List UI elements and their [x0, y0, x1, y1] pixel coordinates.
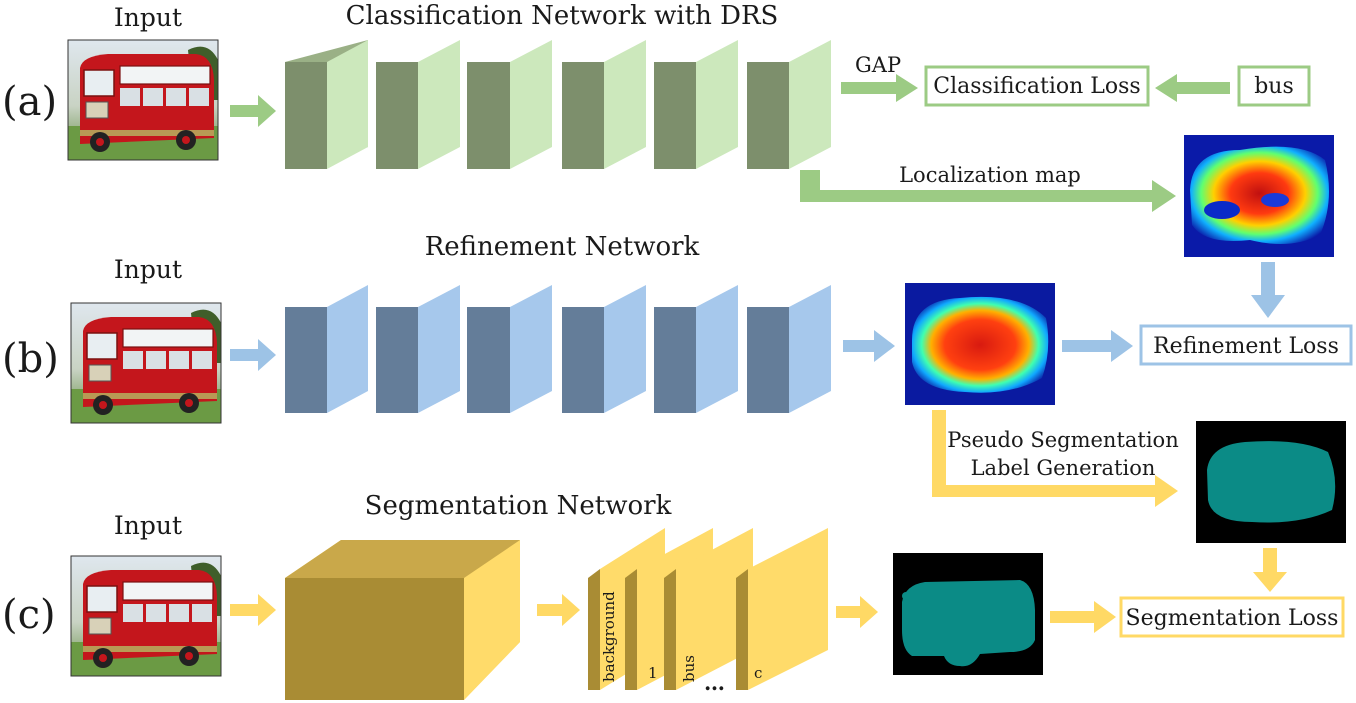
slice-label-bus: bus [680, 655, 698, 682]
refinement-loss-box [1139, 324, 1353, 366]
pseudo-label-line2: Label Generation [971, 456, 1156, 480]
row-c-label: (c) [2, 592, 56, 638]
localization-to-refinement-arrow [1251, 262, 1285, 318]
refinement-loss-label: Refinement Loss [1153, 334, 1339, 359]
cls-block-5 [654, 40, 738, 169]
row-c-input-label: Input [114, 511, 182, 540]
ref-block-5 [654, 285, 738, 413]
refined-to-loss-arrow [1062, 330, 1133, 362]
row-b-input-image [70, 302, 222, 424]
class-score-slices: background 1 bus … c [588, 528, 828, 695]
ref-block-4 [562, 285, 646, 413]
cls-block-3 [467, 40, 552, 169]
class-label-text: bus [1254, 74, 1294, 99]
pseudo-segmentation-mask [1196, 421, 1346, 543]
classification-loss-box [924, 65, 1150, 107]
gap-label: GAP [855, 53, 901, 77]
segmentation-loss-box [1119, 596, 1345, 638]
pseudo-label-arrow [932, 410, 1178, 507]
segmentation-loss-label: Segmentation Loss [1126, 606, 1339, 631]
classification-loss-label: Classification Loss [933, 74, 1140, 99]
localization-map-label: Localization map [899, 163, 1081, 187]
row-b-input-arrow [230, 339, 276, 371]
ref-block-1 [285, 285, 368, 413]
cls-block-6 [747, 40, 831, 169]
row-a-input-arrow [230, 95, 276, 127]
row-b-title: Refinement Network [425, 232, 700, 262]
class-label-box [1237, 65, 1311, 107]
slices-to-prediction-arrow [836, 596, 878, 628]
class-label-arrow [1155, 74, 1230, 102]
row-c-title: Segmentation Network [365, 491, 672, 521]
row-a-label: (a) [2, 79, 57, 125]
gap-arrow [841, 74, 918, 102]
segmentation-backbone-block [285, 540, 520, 700]
classification-network-blocks [285, 40, 831, 169]
slice-c [736, 528, 828, 690]
cls-block-4 [562, 40, 646, 169]
backbone-to-slices-arrow [537, 594, 580, 626]
pseudo-label-line1: Pseudo Segmentation [947, 428, 1178, 452]
row-b-label: (b) [2, 336, 59, 382]
row-a-input-image [67, 39, 219, 161]
refinement-output-arrow [843, 330, 895, 362]
localization-map-arrow [800, 170, 1176, 212]
ref-block-6 [747, 285, 831, 413]
refinement-network-blocks [285, 285, 831, 413]
refined-heatmap [905, 283, 1055, 405]
slice-label-c: c [754, 664, 762, 682]
ref-block-2 [376, 285, 460, 413]
ref-block-3 [467, 285, 552, 413]
slice-label-1: 1 [648, 664, 658, 682]
slice-ellipsis: … [704, 670, 725, 695]
slice-bus [664, 528, 753, 690]
row-a-input-label: Input [114, 3, 182, 32]
cls-block-2 [376, 40, 460, 169]
predicted-segmentation-mask [893, 553, 1043, 675]
slice-label-background: background [600, 591, 618, 682]
row-a-title: Classification Network with DRS [346, 1, 779, 31]
pseudo-to-segloss-arrow [1253, 548, 1287, 592]
row-c-input-arrow [230, 594, 276, 626]
row-b-input-label: Input [114, 255, 182, 284]
localization-heatmap [1184, 135, 1334, 257]
prediction-to-segloss-arrow [1050, 601, 1116, 633]
row-c-input-image [70, 555, 222, 677]
cls-block-1 [285, 40, 368, 169]
